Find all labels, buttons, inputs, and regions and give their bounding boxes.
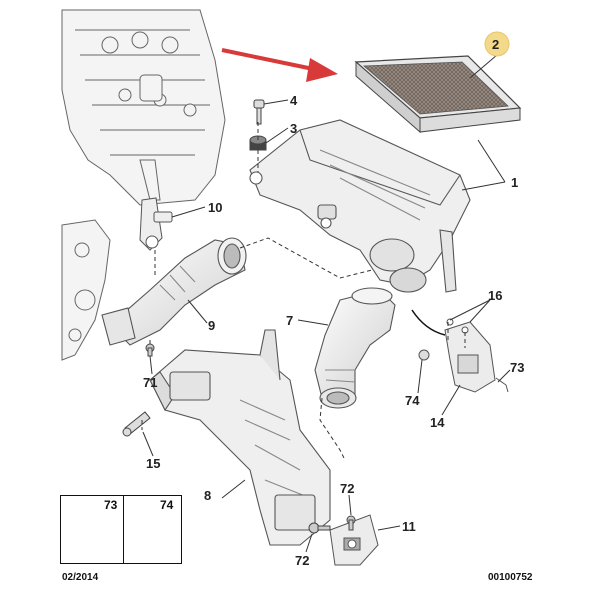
callout-74: 74 — [405, 393, 420, 408]
right-bracket — [418, 318, 509, 393]
callout-3: 3 — [290, 121, 297, 136]
red-arrow — [221, 48, 338, 82]
connector-10 — [139, 197, 173, 251]
legend-number-73: 73 — [104, 498, 118, 512]
leader-lines — [142, 54, 511, 553]
legend-number-74: 74 — [160, 498, 174, 512]
callout-72-a: 72 — [340, 481, 354, 496]
legend-box-right — [123, 495, 182, 564]
callout-2: 2 — [492, 37, 499, 52]
footer-reference: 00100752 — [488, 572, 533, 583]
callout-15: 15 — [146, 456, 160, 471]
dashed-assembly-lines — [141, 122, 466, 461]
callout-14: 14 — [430, 415, 445, 430]
callout-7: 7 — [286, 313, 293, 328]
callout-72-b: 72 — [295, 553, 309, 568]
legend-box-left — [60, 495, 124, 564]
engine-block — [61, 9, 226, 206]
callout-16: 16 — [488, 288, 502, 303]
callout-9: 9 — [208, 318, 215, 333]
manifold-left — [61, 219, 111, 361]
screw-72-a — [346, 515, 356, 531]
resonator-8 — [149, 329, 331, 546]
callout-8: 8 — [204, 488, 211, 503]
callout-10: 10 — [208, 200, 222, 215]
air-filter-housing — [249, 119, 471, 293]
callout-11: 11 — [402, 519, 416, 534]
screw-72-b — [308, 522, 331, 534]
highlight-badge — [484, 31, 510, 57]
footer-date: 02/2014 — [62, 572, 99, 583]
callout-73: 73 — [510, 360, 524, 375]
hose-connector-line — [411, 309, 446, 336]
air-filter-element — [354, 55, 522, 134]
clip-15 — [122, 411, 151, 437]
callout-71: 71 — [143, 375, 157, 390]
callout-1: 1 — [511, 175, 518, 190]
intake-hose-9 — [101, 237, 247, 346]
bracket-11 — [329, 514, 379, 566]
screw-4 — [253, 99, 265, 125]
screw-71 — [145, 343, 155, 357]
callout-4: 4 — [290, 93, 298, 108]
elbow-hose-7 — [314, 287, 396, 409]
